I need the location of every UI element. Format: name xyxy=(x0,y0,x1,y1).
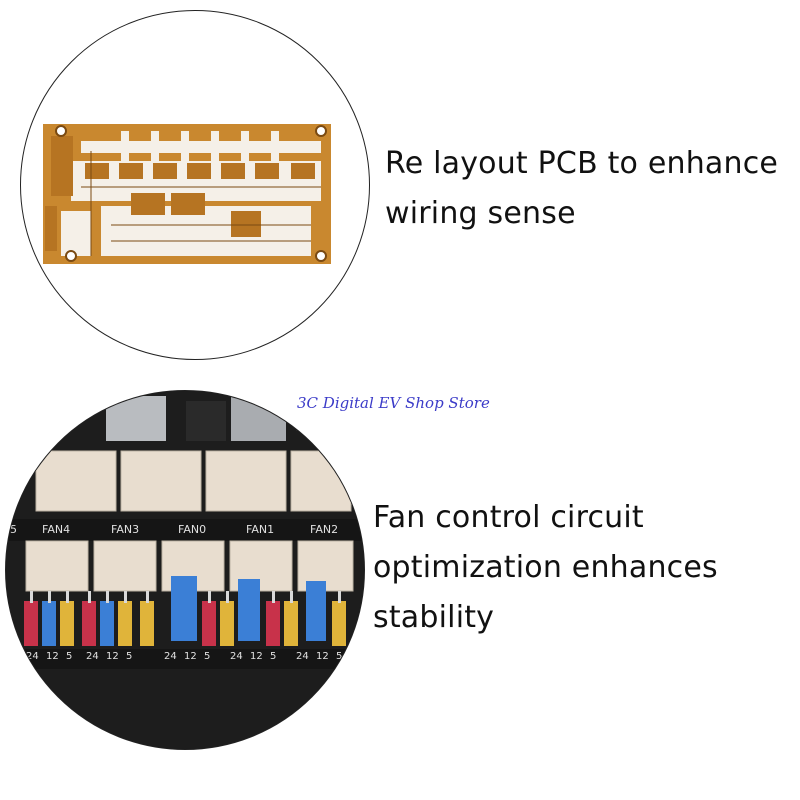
voltage-label: 24 xyxy=(164,651,177,662)
voltage-label: 24 xyxy=(26,651,39,662)
voltage-jumpers xyxy=(24,576,346,646)
voltage-label: 5 xyxy=(336,651,343,662)
voltage-label: 12 xyxy=(184,651,197,662)
caption-line: Re layout PCB to enhance xyxy=(385,146,779,181)
voltage-label: 5 xyxy=(270,651,277,662)
voltage-label-row: 24 12 5 24 12 5 24 12 5 24 12 5 24 12 5 xyxy=(6,651,364,669)
fan-board-illustration xyxy=(6,391,364,749)
fan-label-row: 5 FAN4 FAN3 FAN0 FAN1 FAN2 xyxy=(6,521,364,541)
voltage-label: 24 xyxy=(86,651,99,662)
voltage-label: 24 xyxy=(296,651,309,662)
upper-connectors xyxy=(35,450,352,512)
pcb-illustration xyxy=(43,124,331,264)
caption-line: wiring sense xyxy=(385,196,576,231)
pin-headers xyxy=(30,591,341,603)
pcb-mounting-holes xyxy=(55,125,327,262)
voltage-label: 5 xyxy=(66,651,73,662)
fan-caption: Fan control circuit optimization enhance… xyxy=(373,493,793,643)
voltage-label-strip xyxy=(6,649,364,669)
caption-line: Fan control circuit xyxy=(373,500,644,535)
pcb-layout-image xyxy=(20,10,370,360)
fan-label: FAN0 xyxy=(178,523,207,536)
fan-label: FAN3 xyxy=(111,523,140,536)
voltage-label: 24 xyxy=(230,651,243,662)
fan-label: FAN2 xyxy=(310,523,339,536)
voltage-label: 5 xyxy=(126,651,133,662)
pcb-pads xyxy=(45,136,315,251)
voltage-label: 12 xyxy=(316,651,329,662)
pcb-traces xyxy=(61,131,321,256)
pcb-caption: Re layout PCB to enhance wiring sense xyxy=(385,139,795,239)
caption-line: stability xyxy=(373,600,495,635)
fan-board-image: 5 FAN4 FAN3 FAN0 FAN1 FAN2 24 12 5 24 12… xyxy=(5,390,365,750)
voltage-label: 5 xyxy=(204,651,211,662)
fan-label: FAN4 xyxy=(42,523,71,536)
voltage-label: 12 xyxy=(250,651,263,662)
side-label: 5 xyxy=(10,523,17,536)
fan-label-strip xyxy=(6,519,364,541)
voltage-label: 12 xyxy=(106,651,119,662)
pcb-detail-lines xyxy=(81,151,321,256)
caption-line: optimization enhances xyxy=(373,550,718,585)
store-watermark: 3C Digital EV Shop Store xyxy=(297,394,490,412)
fan-label: FAN1 xyxy=(246,523,275,536)
voltage-label: 12 xyxy=(46,651,59,662)
